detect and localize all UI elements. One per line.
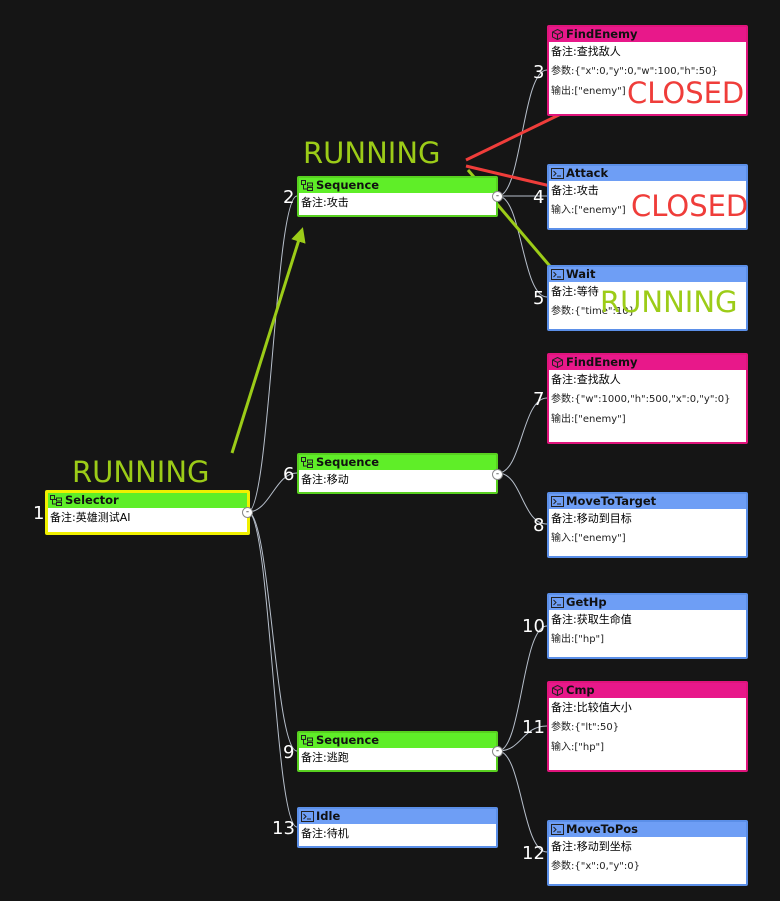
node-note: 备注:比较值大小: [551, 701, 632, 714]
terminal-icon: [301, 811, 314, 822]
node-note: 备注:攻击: [301, 196, 349, 209]
wire-1-13: [247, 511, 298, 828]
node-index: 9: [283, 742, 295, 763]
node-note: 备注:移动到坐标: [551, 840, 632, 853]
node-param: 参数:{"x":0,"y":0}: [551, 861, 640, 872]
collapse-toggle[interactable]: -: [492, 469, 503, 480]
node-note: 备注:查找敌人: [551, 45, 621, 58]
node-index: 11: [522, 717, 545, 738]
node-output: 输出:["enemy"]: [551, 86, 626, 97]
node-gethp[interactable]: GetHp 备注:获取生命值 输出:["hp"]: [547, 593, 748, 659]
node-index: 6: [283, 464, 295, 485]
wire-2-5: [497, 195, 548, 298]
wire-1-6: [247, 472, 298, 513]
composite-node-icon: [301, 180, 313, 191]
node-index: 2: [283, 187, 295, 208]
composite-node-icon: [50, 495, 62, 506]
node-note: 备注:等待: [551, 285, 599, 298]
node-cmp[interactable]: Cmp 备注:比较值大小 参数:{"lt":50} 输入:["hp"]: [547, 681, 748, 772]
status-closed-label: CLOSED: [627, 76, 745, 110]
node-type: GetHp: [566, 595, 607, 609]
node-param: 参数:{"time":10}: [551, 306, 635, 317]
node-type: Sequence: [316, 455, 380, 469]
node-type: Wait: [566, 267, 596, 281]
wire-9-10: [497, 625, 548, 752]
node-type: Selector: [65, 493, 119, 507]
node-note: 备注:攻击: [551, 184, 599, 197]
status-running-label: RUNNING: [303, 136, 441, 170]
status-running-label: RUNNING: [72, 455, 210, 489]
cube-icon: [552, 357, 563, 368]
node-type: Sequence: [316, 178, 380, 192]
node-input: 输入:["enemy"]: [551, 533, 626, 544]
node-findenemy-attack[interactable]: FindEnemy 备注:查找敌人 参数:{"x":0,"y":0,"w":10…: [547, 25, 748, 116]
terminal-icon: [551, 168, 564, 179]
node-input: 输入:["hp"]: [551, 742, 605, 753]
node-type: Attack: [566, 166, 609, 180]
wire-9-12: [497, 750, 548, 853]
composite-node-icon: [301, 457, 313, 468]
node-sequence-attack[interactable]: Sequence 备注:攻击: [297, 176, 498, 217]
node-findenemy-move[interactable]: FindEnemy 备注:查找敌人 参数:{"w":1000,"h":500,"…: [547, 353, 748, 444]
node-sequence-move[interactable]: Sequence 备注:移动: [297, 453, 498, 494]
cube-icon: [552, 29, 563, 40]
node-type: Cmp: [566, 683, 595, 697]
node-index: 1: [33, 503, 45, 524]
node-output: 输出:["enemy"]: [551, 414, 626, 425]
node-input: 输入:["enemy"]: [551, 205, 626, 216]
terminal-icon: [551, 597, 564, 608]
node-param: 参数:{"x":0,"y":0,"w":100,"h":50}: [551, 66, 718, 77]
node-param: 参数:{"w":1000,"h":500,"x":0,"y":0}: [551, 394, 731, 405]
terminal-icon: [551, 269, 564, 280]
wire-6-7: [497, 397, 548, 474]
node-sequence-flee[interactable]: Sequence 备注:逃跑: [297, 731, 498, 772]
node-index: 3: [533, 62, 545, 83]
wire-9-11: [497, 725, 548, 752]
node-type: Sequence: [316, 733, 380, 747]
wire-1-9: [247, 511, 298, 752]
node-type: MoveToPos: [566, 822, 639, 836]
node-idle[interactable]: Idle 备注:待机: [297, 807, 498, 848]
node-note: 备注:获取生命值: [551, 613, 632, 626]
collapse-toggle[interactable]: -: [492, 746, 503, 757]
node-index: 5: [533, 288, 545, 309]
node-note: 备注:待机: [301, 827, 349, 840]
arrow-root-to-attack: [230, 227, 306, 454]
node-note: 备注:移动: [301, 473, 349, 486]
node-movetotarget[interactable]: MoveToTarget 备注:移动到目标 输入:["enemy"]: [547, 492, 748, 558]
node-note: 备注:英雄测试AI: [50, 511, 131, 524]
terminal-icon: [551, 824, 564, 835]
node-note: 备注:逃跑: [301, 751, 349, 764]
node-movetopos[interactable]: MoveToPos 备注:移动到坐标 参数:{"x":0,"y":0}: [547, 820, 748, 886]
node-type: Idle: [316, 809, 341, 823]
composite-node-icon: [301, 735, 313, 746]
node-output: 输出:["hp"]: [551, 634, 605, 645]
status-running-label: RUNNING: [600, 285, 738, 319]
collapse-toggle[interactable]: -: [242, 507, 253, 518]
wire-1-2: [247, 195, 298, 513]
terminal-icon: [551, 496, 564, 507]
node-type: FindEnemy: [566, 355, 638, 369]
node-index: 7: [533, 389, 545, 410]
wire-6-8: [497, 472, 548, 525]
node-note: 备注:查找敌人: [551, 373, 621, 386]
node-type: FindEnemy: [566, 27, 638, 41]
node-index: 12: [522, 843, 545, 864]
node-param: 参数:{"lt":50}: [551, 722, 620, 733]
node-index: 4: [533, 187, 545, 208]
node-attack[interactable]: Attack 备注:攻击 输入:["enemy"]: [547, 164, 748, 230]
node-index: 10: [522, 616, 545, 637]
collapse-toggle[interactable]: -: [492, 191, 503, 202]
node-note: 备注:移动到目标: [551, 512, 632, 525]
node-selector-root[interactable]: Selector 备注:英雄测试AI: [45, 490, 250, 535]
node-index: 8: [533, 515, 545, 536]
status-closed-label: CLOSED: [631, 189, 749, 223]
node-index: 13: [272, 818, 295, 839]
cube-icon: [552, 685, 563, 696]
node-type: MoveToTarget: [566, 494, 657, 508]
node-wait[interactable]: Wait 备注:等待 参数:{"time":10}: [547, 265, 748, 331]
